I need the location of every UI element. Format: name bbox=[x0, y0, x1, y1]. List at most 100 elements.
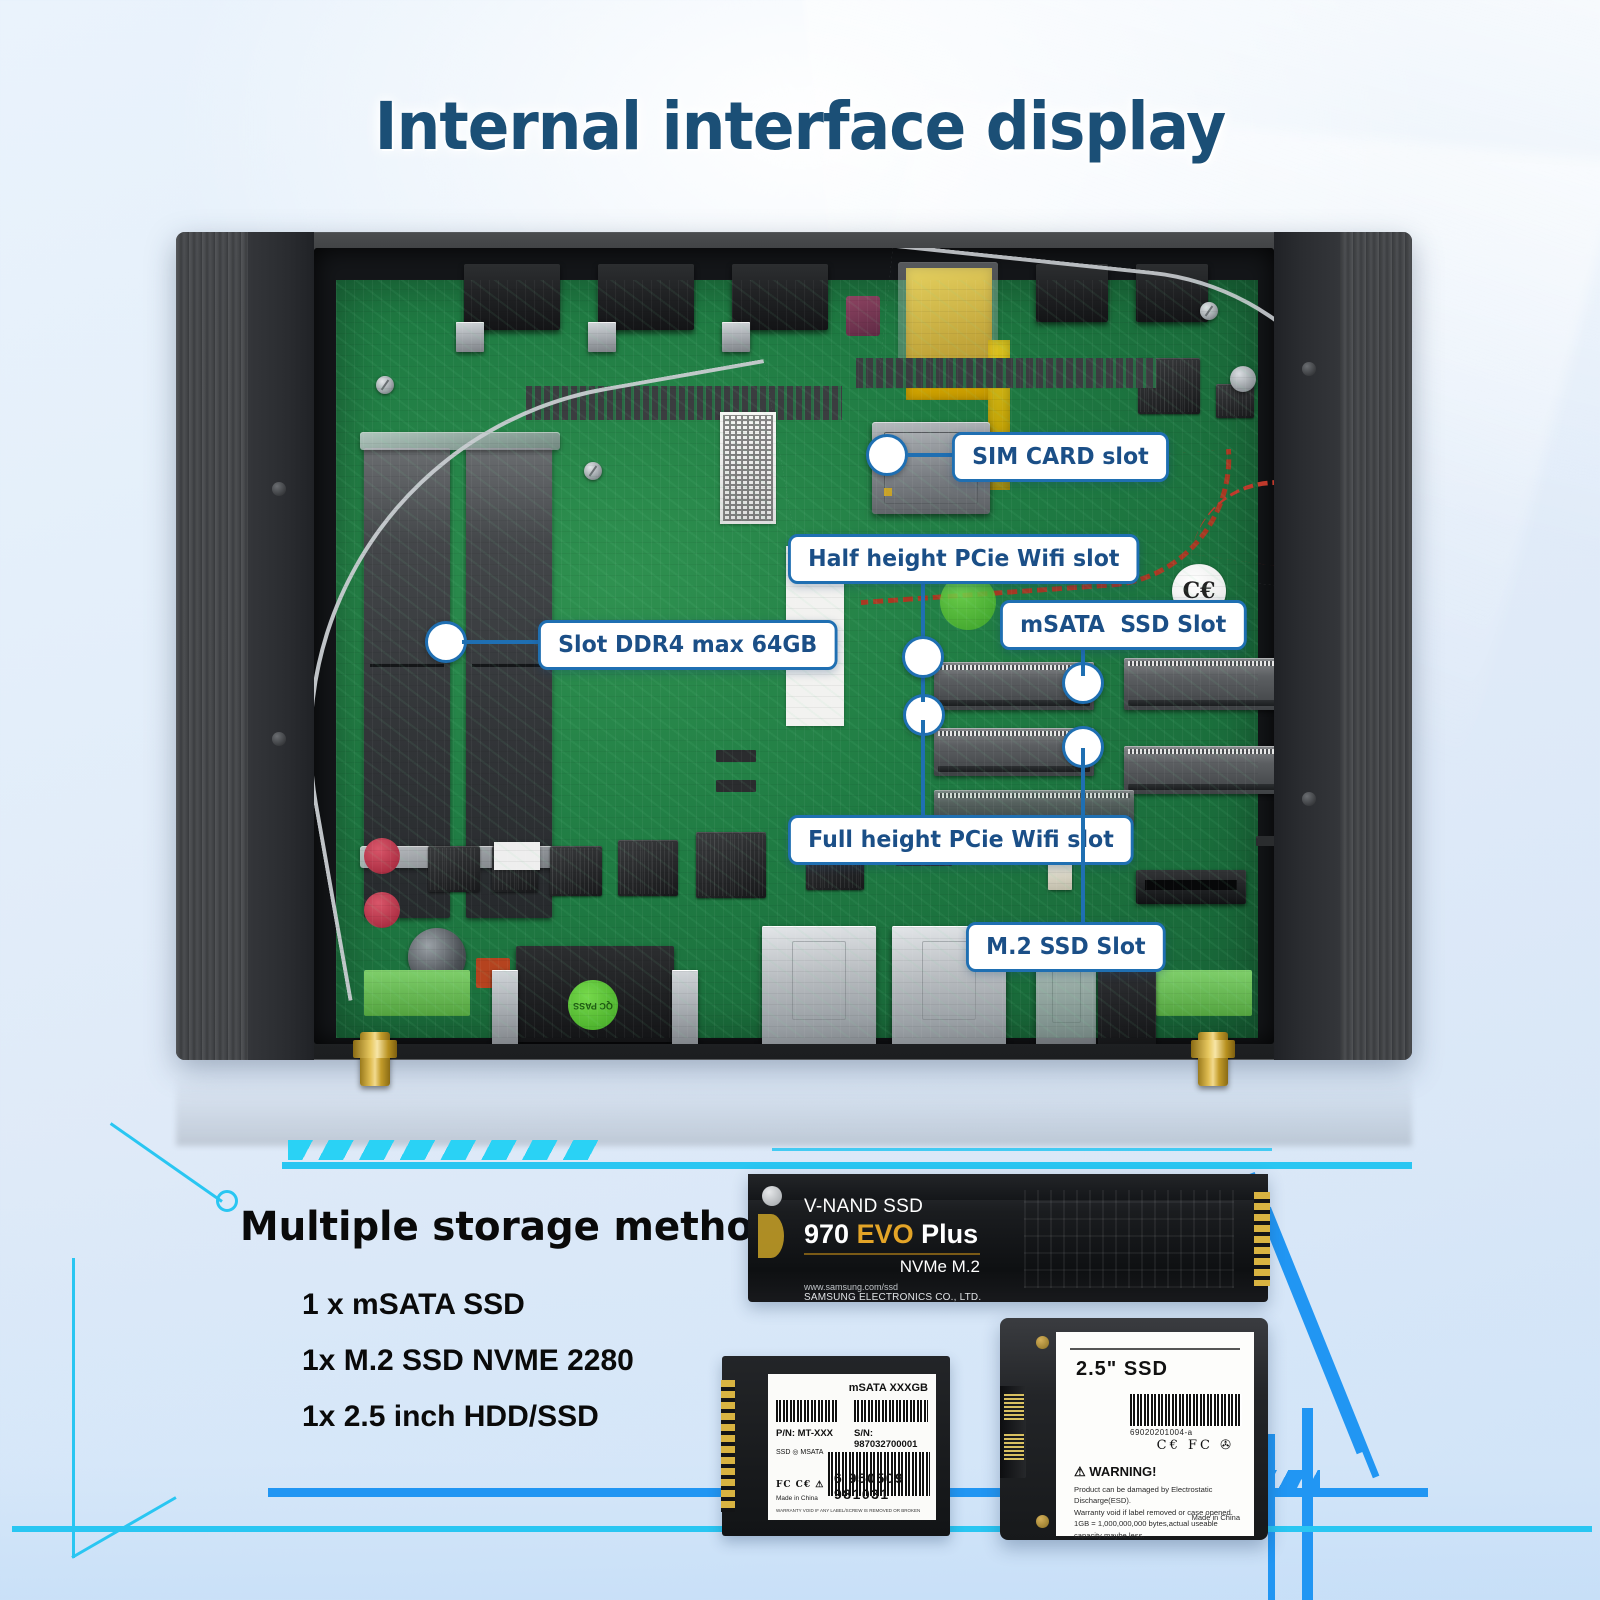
board-screw-bottom-mid bbox=[722, 852, 740, 870]
product-m2-nvme-ssd: V-NAND SSD 970 EVO Plus NVMe M.2 www.sam… bbox=[748, 1174, 1270, 1303]
callout-lead-full-height-pcie bbox=[921, 720, 925, 816]
m2-label-rule bbox=[804, 1253, 980, 1255]
m2-mount-hole bbox=[762, 1186, 782, 1206]
msata-ssd-slot-connector bbox=[1124, 658, 1274, 710]
rear-port-serial-3 bbox=[732, 264, 828, 330]
ssd25-warning-body: Product can be damaged by Electrostatic … bbox=[1074, 1485, 1233, 1540]
sim-pad-2 bbox=[884, 488, 892, 496]
ssd25-title: 2.5" SSD bbox=[1076, 1358, 1168, 1380]
chassis-heatsink-fins-left bbox=[176, 232, 248, 1060]
sata-port bbox=[1136, 870, 1246, 904]
msata-part-number: P/N: MT-XXX bbox=[776, 1428, 834, 1439]
ddr4-slot-2 bbox=[466, 448, 552, 918]
m2-nand-chips bbox=[1024, 1190, 1234, 1288]
frame-node-top-left bbox=[216, 1190, 238, 1212]
ssd25-made-in: Made in China bbox=[1191, 1513, 1240, 1522]
ssd25-barcode-number: 69020201004-a bbox=[1130, 1428, 1193, 1437]
msata-disclaimer: WARRANTY VOID IF ANY LABEL/SCREW IS REMO… bbox=[776, 1508, 921, 1513]
storage-section-title: Multiple storage methods bbox=[240, 1204, 804, 1250]
frame-line-right-outer bbox=[1302, 1408, 1313, 1600]
terminal-block-right bbox=[1156, 970, 1252, 1016]
product-25-inch-ssd: 2.5" SSD 69020201004-a C€ FC ✇ ⚠ WARNING… bbox=[1000, 1318, 1268, 1540]
m2-label-interface: NVMe M.2 bbox=[899, 1257, 980, 1276]
antenna-sma-connector-left bbox=[353, 1032, 397, 1086]
board-qr-label bbox=[720, 412, 776, 524]
callout-msata-ssd-slot[interactable]: mSATA SSD Slot bbox=[1000, 600, 1247, 650]
callout-lead-ddr4 bbox=[462, 640, 546, 644]
ssd25-cert-marks: C€ FC ✇ bbox=[1156, 1438, 1234, 1453]
frame-diagonal-right-inner bbox=[1264, 1206, 1380, 1479]
capacitor-red-1 bbox=[364, 838, 400, 874]
callout-lead-sim-card bbox=[908, 453, 966, 457]
ssd25-label: 2.5" SSD 69020201004-a C€ FC ✇ ⚠ WARNING… bbox=[1056, 1332, 1254, 1540]
board-chip-5 bbox=[696, 832, 766, 898]
frame-line-left bbox=[72, 1258, 75, 1558]
m2-model-evo: EVO bbox=[856, 1219, 914, 1249]
page-title: Internal interface display bbox=[374, 88, 1227, 165]
chassis-heatsink-fins-right bbox=[1340, 232, 1412, 1060]
vga-screw-post-right bbox=[672, 970, 698, 1044]
smd-row-4 bbox=[1256, 836, 1274, 846]
rtc-coin-contact bbox=[1230, 366, 1256, 392]
board-chip-rear-1 bbox=[1138, 358, 1200, 414]
smd-row-5 bbox=[716, 750, 756, 762]
storage-item-3: 1x 2.5 inch HDD/SSD bbox=[302, 1400, 599, 1433]
callout-dot-sim-card[interactable] bbox=[866, 434, 908, 476]
board-chip-3 bbox=[550, 846, 602, 896]
usb-port-stack bbox=[1098, 970, 1156, 1044]
msata-logo-marks: SSD ◎ MSATA bbox=[776, 1449, 824, 1456]
rear-capacitor-purple bbox=[846, 296, 880, 336]
m2-key-notch bbox=[758, 1214, 784, 1258]
ddr4-clip-top bbox=[360, 432, 560, 450]
antenna-sma-connector-right bbox=[1191, 1032, 1235, 1086]
board-screw-top-left bbox=[376, 376, 394, 394]
m2-ssd-slot-connector bbox=[1124, 746, 1274, 794]
frame-line-right-inner bbox=[1268, 1434, 1275, 1600]
m2-label-model: 970 EVO Plus bbox=[804, 1219, 994, 1250]
electrolytic-capacitor bbox=[408, 928, 466, 986]
smd-row-6 bbox=[716, 780, 756, 792]
callout-m2-ssd-slot[interactable]: M.2 SSD Slot bbox=[966, 922, 1166, 972]
antenna-coax-left bbox=[314, 359, 861, 1001]
board-screw-top-right bbox=[1200, 302, 1218, 320]
msata-ean-number: 6 950509 981031 bbox=[834, 1470, 905, 1502]
capacitor-red-2 bbox=[364, 892, 400, 928]
frame-diagonal-bottom-left bbox=[71, 1496, 177, 1559]
ssd25-barcode bbox=[1130, 1394, 1242, 1426]
callout-sim-card-slot[interactable]: SIM CARD slot bbox=[952, 432, 1169, 482]
storage-item-1: 1 x mSATA SSD bbox=[302, 1288, 525, 1321]
callout-dot-ddr4[interactable] bbox=[425, 621, 467, 663]
product-msata-ssd: mSATA XXXGB P/N: MT-XXX S/N: 98703270000… bbox=[721, 1356, 950, 1536]
rear-port-serial-1 bbox=[464, 264, 560, 330]
m2-model-number: 970 bbox=[804, 1219, 850, 1249]
frame-line-top bbox=[282, 1162, 1412, 1169]
terminal-block-left bbox=[364, 970, 470, 1016]
callout-slot-ddr4[interactable]: Slot DDR4 max 64GB bbox=[538, 620, 838, 670]
storage-item-2: 1x M.2 SSD NVME 2280 bbox=[302, 1344, 634, 1377]
msata-barcode-ean bbox=[828, 1452, 930, 1496]
pin-header-bank-1 bbox=[526, 386, 842, 420]
ddr4-clip-bottom bbox=[360, 846, 560, 868]
vga-screw-post-left bbox=[492, 970, 518, 1044]
callout-full-height-pcie-wifi[interactable]: Full height PCie Wifi slot bbox=[788, 815, 1134, 865]
rear-port-bracket-2 bbox=[588, 322, 616, 352]
kapton-tape-cover bbox=[906, 268, 992, 400]
msata-serial-number: S/N: 987032700001 bbox=[854, 1428, 918, 1450]
qc-pass-text: QC PASS bbox=[573, 1000, 613, 1011]
m2-model-plus: Plus bbox=[921, 1219, 979, 1249]
vga-port bbox=[516, 946, 674, 1042]
m2-gold-fingers bbox=[1254, 1192, 1270, 1286]
ddr4-slot-1 bbox=[364, 448, 450, 918]
rear-port-bracket-3 bbox=[722, 322, 750, 352]
callout-half-height-pcie-wifi[interactable]: Half height PCie Wifi slot bbox=[788, 534, 1140, 584]
ssd25-sata-connector bbox=[1000, 1386, 1026, 1478]
board-chip-rear-2 bbox=[1216, 384, 1254, 418]
rear-port-bracket-1 bbox=[456, 322, 484, 352]
callout-dot-half-height-pcie-b[interactable] bbox=[902, 636, 944, 678]
callout-lead-m2-ssd bbox=[1081, 748, 1085, 926]
chassis-side-panel-left bbox=[248, 232, 314, 1060]
callout-lead-msata bbox=[1081, 640, 1085, 676]
msata-made-in: Made in China bbox=[776, 1495, 818, 1502]
board-chip-2 bbox=[492, 846, 538, 892]
msata-gold-fingers bbox=[721, 1380, 735, 1512]
